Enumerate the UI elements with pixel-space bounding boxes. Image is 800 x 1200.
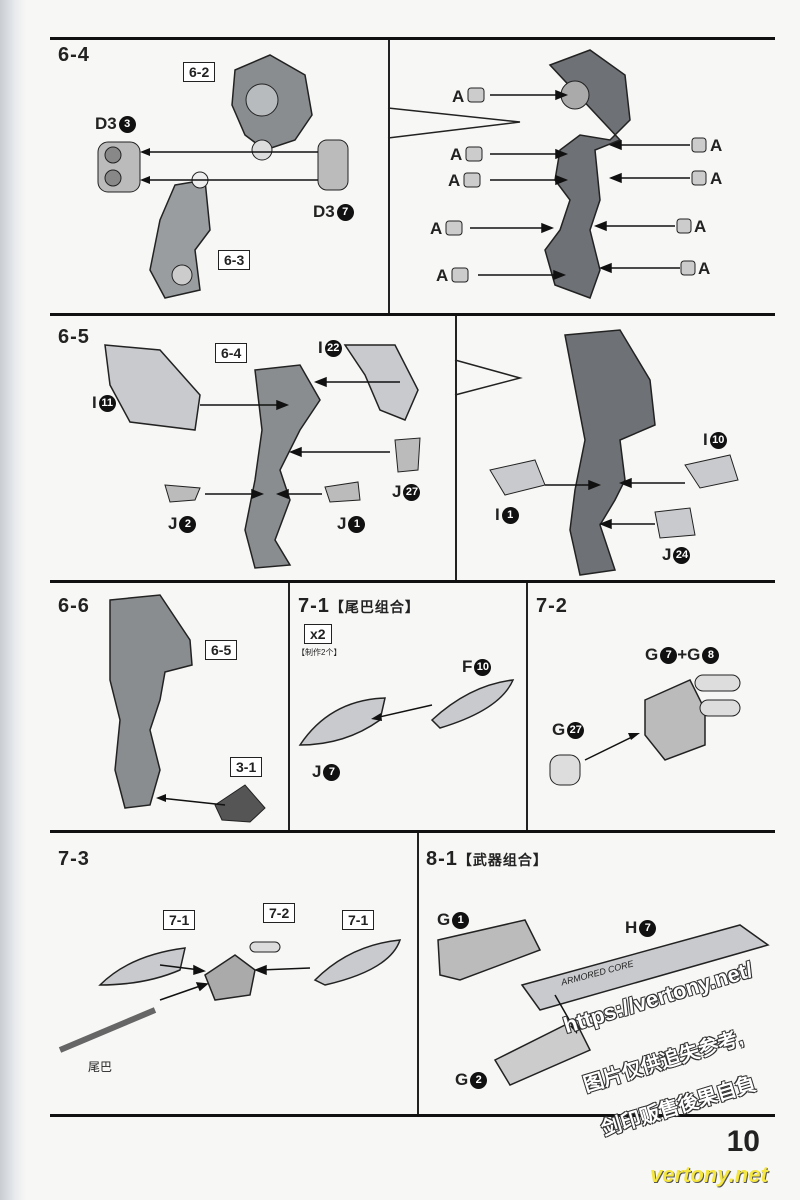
row2-rule <box>50 580 775 583</box>
ref-6-5: 6-5 <box>205 640 238 660</box>
multiplier-badge: x2 <box>304 624 332 644</box>
watermark-site: vertony.net <box>650 1162 768 1187</box>
part-A-8: A <box>694 217 707 236</box>
part-A-2: A <box>450 145 463 164</box>
ref-7-2: 7-2 <box>263 903 296 923</box>
bottom-rule <box>50 1114 775 1117</box>
step-7-1-title: 7-1【尾巴组合】 <box>298 595 420 617</box>
step-6-6-title: 6-6 <box>58 595 90 617</box>
part-A-6: A <box>710 136 723 155</box>
book-spine <box>0 0 26 1200</box>
part-A-5: A <box>436 266 449 285</box>
ref-6-2: 6-2 <box>183 62 216 82</box>
step-7-3-title: 7-3 <box>58 848 90 870</box>
ref-6-4: 6-4 <box>215 343 248 363</box>
multiplier-note: 【制作2个】 <box>297 648 342 657</box>
part-A-1: A <box>452 87 465 106</box>
step-6-4-title: 6-4 <box>58 44 90 66</box>
part-A-4: A <box>430 219 443 238</box>
row3-rule <box>50 830 775 833</box>
step-8-1-title: 8-1【武器组合】 <box>426 848 548 870</box>
ref-3-1: 3-1 <box>230 757 263 777</box>
divider-6-5 <box>455 316 457 580</box>
divider-6-6 <box>288 583 290 830</box>
tail-label: 尾巴 <box>88 1060 113 1074</box>
ref-7-1-b: 7-1 <box>342 910 375 930</box>
part-A-9: A <box>698 259 711 278</box>
divider-7-2 <box>526 583 528 830</box>
top-rule <box>50 37 775 40</box>
part-A-7: A <box>710 169 723 188</box>
ref-6-3: 6-3 <box>218 250 251 270</box>
step-6-5-title: 6-5 <box>58 326 90 348</box>
part-A-3: A <box>448 171 461 190</box>
step-7-2-title: 7-2 <box>536 595 568 617</box>
divider-6-4 <box>388 40 390 313</box>
ref-7-1-a: 7-1 <box>163 910 196 930</box>
page-number: 10 <box>726 1125 760 1158</box>
row1-rule <box>50 313 775 316</box>
divider-7-3 <box>417 833 419 1114</box>
